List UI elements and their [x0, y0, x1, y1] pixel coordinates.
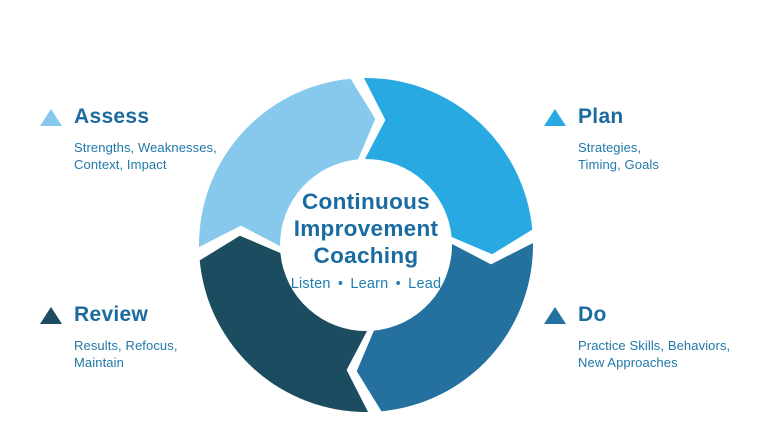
center-title: Continuous Improvement Coaching: [236, 188, 496, 269]
plan-desc-line2: Timing, Goals: [578, 156, 660, 172]
label-plan: Plan Strategies, Timing, Goals: [544, 106, 768, 173]
assess-description: Strengths, Weaknesses, Context, Impact: [74, 140, 270, 173]
review-label: Review: [74, 303, 149, 326]
cycle-segment-do: [356, 242, 534, 412]
assess-desc-line1: Strengths, Weaknesses,: [74, 140, 217, 155]
assess-label: Assess: [74, 105, 150, 128]
label-plan-head: Plan: [544, 106, 768, 128]
center-title-line3: Coaching: [313, 243, 419, 268]
label-assess: Assess Strengths, Weaknesses, Context, I…: [40, 106, 270, 173]
do-desc-line1: Practice Skills, Behaviors,: [578, 338, 731, 353]
label-review-head: Review: [40, 304, 270, 326]
cycle-segment-plan: [363, 77, 533, 255]
label-review: Review Results, Refocus, Maintain: [40, 304, 270, 371]
plan-label: Plan: [578, 105, 624, 128]
do-triangle-icon: [544, 306, 566, 324]
assess-desc-line2: Context, Impact: [74, 156, 167, 172]
plan-triangle-icon: [544, 108, 566, 126]
do-desc-line2: New Approaches: [578, 354, 678, 370]
center-title-line2: Improvement: [293, 216, 439, 241]
assess-triangle-icon: [40, 108, 62, 126]
review-triangle-icon: [40, 306, 62, 324]
center-title-line1: Continuous: [302, 189, 430, 214]
do-description: Practice Skills, Behaviors, New Approach…: [578, 338, 768, 371]
cycle-center: Continuous Improvement Coaching Listen •…: [236, 188, 496, 292]
review-desc-line2: Maintain: [74, 354, 124, 370]
cycle-segment-review: [199, 235, 369, 413]
review-description: Results, Refocus, Maintain: [74, 338, 270, 371]
label-do: Do Practice Skills, Behaviors, New Appro…: [544, 304, 768, 371]
label-assess-head: Assess: [40, 106, 270, 128]
label-do-head: Do: [544, 304, 768, 326]
plan-desc-line1: Strategies,: [578, 140, 642, 155]
review-desc-line1: Results, Refocus,: [74, 338, 178, 353]
cycle-segment-assess: [198, 78, 376, 248]
plan-description: Strategies, Timing, Goals: [578, 140, 768, 173]
do-label: Do: [578, 303, 607, 326]
center-subtitle: Listen • Learn • Lead: [290, 276, 442, 292]
